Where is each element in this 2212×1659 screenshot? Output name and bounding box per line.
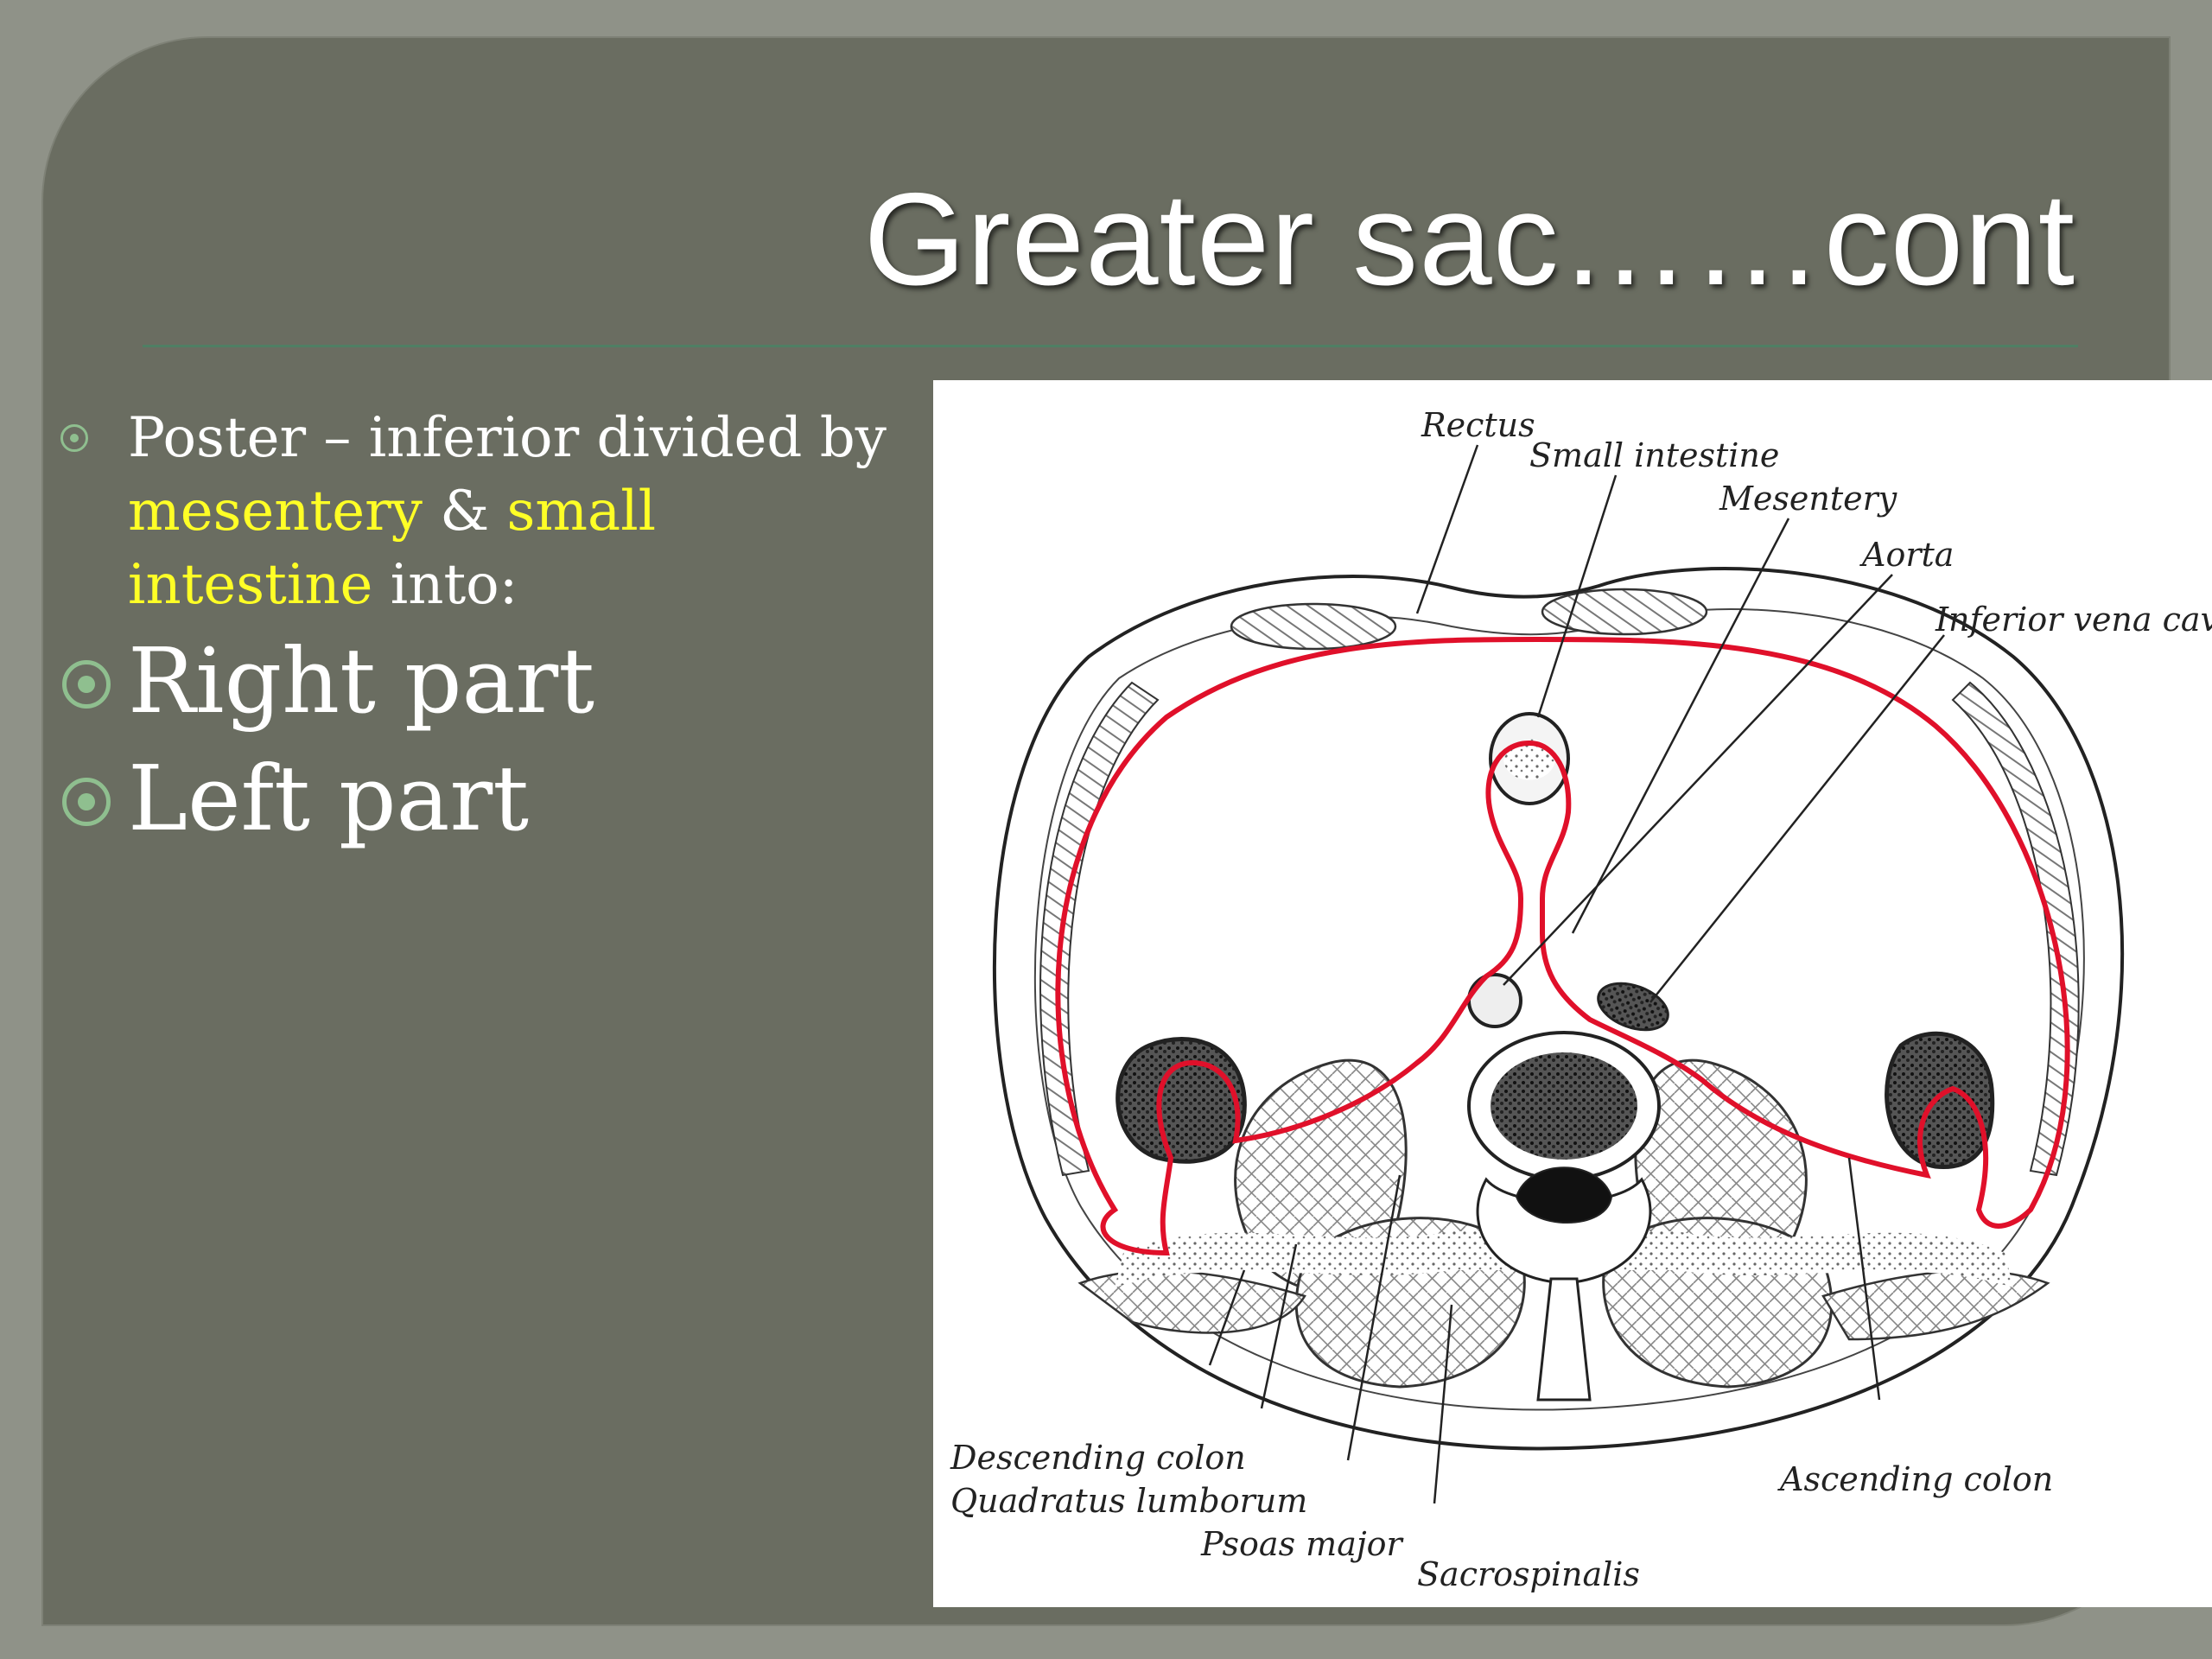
highlight-mesentery: mesentery [128, 480, 423, 543]
inferior-vena-cava [1597, 982, 1669, 1032]
label-mesentery: Mesentery [1719, 480, 1897, 518]
intro-text-2: & [422, 480, 507, 543]
label-rectus: Rectus [1421, 406, 1535, 444]
quadratus-right [1821, 1269, 2050, 1341]
peritoneum-line [1055, 637, 2070, 1256]
bullet-left-part: Left part [60, 740, 907, 857]
label-descending-colon: Descending colon [950, 1439, 1246, 1477]
small-intestine-lumen [1503, 739, 1555, 780]
aorta [1467, 973, 1522, 1028]
bullet-right-part: Right part [60, 622, 907, 740]
title-divider [143, 345, 2078, 347]
bullet-marker-icon [62, 778, 111, 826]
label-aorta: Aorta [1859, 536, 1954, 574]
rectus-right [1541, 588, 1708, 636]
slide-title: Greater sac……cont [863, 166, 2075, 313]
label-inferior-vena-cava: Inferior vena cava [1935, 601, 2212, 639]
rectus-left [1230, 602, 1397, 651]
vertebral-body-core [1491, 1052, 1637, 1160]
descending-colon [1116, 1037, 1247, 1164]
label-small-intestine: Small intestine [1529, 436, 1779, 474]
intro-text-3: into: [372, 553, 518, 617]
bullet-intro: Poster – inferior divided by mesentery &… [60, 402, 907, 622]
intro-text-1: Poster – inferior divided by [128, 406, 887, 470]
bullet-marker-icon [62, 660, 111, 709]
bullet-marker-icon [60, 424, 88, 452]
label-quadratus-lumborum: Quadratus lumborum [950, 1482, 1307, 1520]
label-psoas-major: Psoas major [1200, 1525, 1405, 1563]
anatomy-figure: Rectus Small intestine Mesentery Aorta I… [933, 380, 2212, 1607]
bullet-left-part-label: Left part [128, 746, 530, 851]
bullet-list: Poster – inferior divided by mesentery &… [60, 402, 907, 857]
label-sacrospinalis: Sacrospinalis [1417, 1555, 1640, 1593]
spinal-canal [1515, 1166, 1613, 1224]
cross-section-diagram: Rectus Small intestine Mesentery Aorta I… [950, 406, 2212, 1593]
ascending-colon [1885, 1031, 1995, 1169]
highlight-small-intestine: small intestine [128, 480, 657, 617]
spinous-process [1536, 1277, 1592, 1402]
right-abdominal-muscles [1951, 681, 2080, 1177]
leader-lines [1208, 444, 1945, 1504]
label-ascending-colon: Ascending colon [1777, 1460, 2053, 1498]
bullet-right-part-label: Right part [128, 628, 595, 734]
